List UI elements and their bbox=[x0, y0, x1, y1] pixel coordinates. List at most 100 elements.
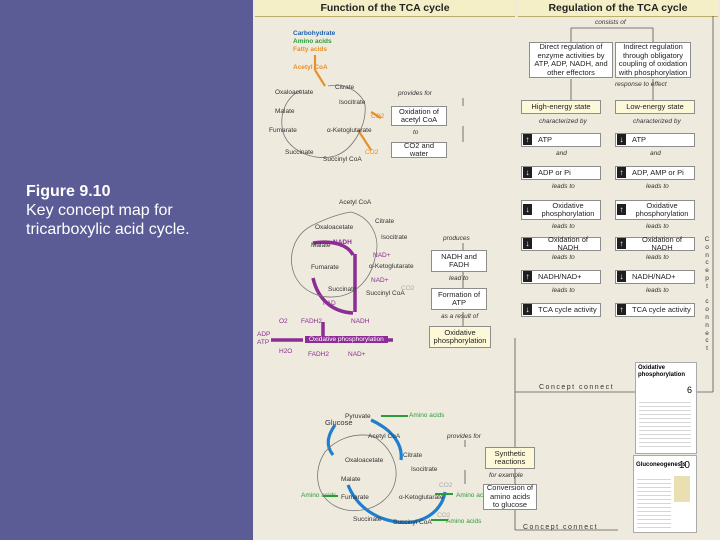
cycle1-fumarate: Fumarate bbox=[269, 127, 297, 134]
right-atp-arrow-icon: ↓ bbox=[617, 134, 626, 145]
cycle1-malate: Malate bbox=[275, 108, 295, 115]
cycle3-glucose: Glucose bbox=[325, 418, 353, 427]
cycle2-fadh2-top: FADH2 bbox=[301, 318, 322, 325]
left-ratio-box: NADH/NAD+ bbox=[521, 270, 601, 284]
left-atp-box: ATP bbox=[521, 133, 601, 147]
figure-number: Figure 9.10 bbox=[26, 183, 111, 200]
cycle3-pyruvate: Pyruvate bbox=[345, 413, 371, 420]
amino-to-glucose-box: Conversion of amino acids to glucose bbox=[483, 484, 537, 510]
synthetic-reactions-box: Synthetic reactions bbox=[485, 447, 535, 469]
right-oxphos-box: Oxidative phosphorylation bbox=[615, 200, 695, 220]
thumb1-number: 6 bbox=[686, 385, 692, 395]
left-oxnadh-box: Oxidation of NADH bbox=[521, 235, 601, 252]
right-oxnadh-box: Oxidation of NADH bbox=[615, 235, 695, 252]
cycle1-acetyl-coa: Acetyl CoA bbox=[293, 64, 328, 71]
cycle1-input-amino-acids: Amino acids bbox=[293, 38, 332, 45]
cycle1-oxaloacetate: Oxaloacetate bbox=[275, 89, 314, 96]
low-energy-state-box: Low-energy state bbox=[615, 100, 695, 114]
left-oxnadh-arrow-icon: ↓ bbox=[523, 238, 532, 249]
reg-left-leads-3: leads to bbox=[552, 254, 575, 261]
cycle2-fad: FAD bbox=[323, 300, 336, 307]
cycle2-succinate: Succinate bbox=[328, 286, 357, 293]
reg-right-characterized: characterized by bbox=[633, 118, 681, 125]
reg-left-leads-4: leads to bbox=[552, 287, 575, 294]
cycle2-produces: produces bbox=[443, 235, 470, 242]
left-atp-arrow-icon: ↑ bbox=[523, 134, 532, 145]
left-oxphos-arrow-icon: ↓ bbox=[523, 204, 532, 215]
cycle3-provides-for: provides for bbox=[447, 433, 481, 440]
cycle1-input-fatty-acids: Fatty acids bbox=[293, 46, 327, 53]
cycle2-nad-b: NAD+ bbox=[371, 277, 389, 284]
cycle3-amino-bottom: Amino acids bbox=[446, 518, 482, 525]
cycle3-succinyl-coa: Succinyl CoA bbox=[393, 519, 432, 526]
reg-left-leads-2: leads to bbox=[552, 223, 575, 230]
concept-connect-1: Concept connect bbox=[539, 384, 615, 391]
cycle2-nad-bottom: NAD+ bbox=[348, 351, 366, 358]
cycle3-citrate: Citrate bbox=[403, 452, 423, 459]
right-tca-arrow-icon: ↑ bbox=[617, 304, 626, 315]
figure-caption-text: Key concept map for tricarboxylic acid c… bbox=[26, 202, 190, 238]
left-tca-arrow-icon: ↓ bbox=[523, 304, 532, 315]
reg-response-to: response to effect bbox=[615, 81, 667, 88]
cycle2-nadh: NADH bbox=[333, 239, 352, 246]
left-adp-box: ADP or Pi bbox=[521, 166, 601, 180]
left-adp-arrow-icon: ↓ bbox=[523, 167, 532, 178]
thumb2-figure bbox=[674, 476, 690, 502]
cycle2-h2o: H2O bbox=[279, 348, 293, 355]
thumb-oxidative-phosphorylation[interactable]: Oxidative phosphorylation 6 bbox=[635, 362, 697, 454]
cycle2-o2: O2 bbox=[279, 318, 288, 325]
formation-atp-box: Formation of ATP bbox=[431, 288, 487, 310]
thumb2-title: Gluconeogenesis bbox=[636, 462, 687, 468]
cycle1-akg: α-Ketoglutarate bbox=[327, 127, 372, 134]
reg-right-leads-3: leads to bbox=[646, 254, 669, 261]
cycle2-acetyl-coa: Acetyl CoA bbox=[339, 199, 372, 206]
cycle2-co2: CO2 bbox=[401, 285, 415, 292]
thumb1-title: Oxidative phosphorylation bbox=[638, 365, 685, 378]
cycle3-amino-a1: Amino acids bbox=[409, 412, 445, 419]
cycle2-citrate: Citrate bbox=[375, 218, 395, 225]
cycle3-amino-left: Amino acids bbox=[301, 492, 337, 499]
caption: Figure 9.10 Key concept map for tricarbo… bbox=[26, 182, 246, 239]
cycle3-akg: α-Ketoglutarate bbox=[399, 494, 444, 501]
cycle1-provides-for: provides for bbox=[398, 90, 432, 97]
cycle1-co2-a: CO2 bbox=[371, 113, 385, 120]
cycle1-co2-b: CO2 bbox=[365, 149, 379, 156]
reg-left-and: and bbox=[556, 150, 567, 157]
reg-consists-of: consists of bbox=[595, 19, 626, 26]
cycle2-as-consequence: as a result of bbox=[441, 313, 479, 320]
cycle2-nad-a: NAD+ bbox=[373, 252, 391, 259]
regulation-header: Regulation of the TCA cycle bbox=[518, 0, 718, 17]
cycle2-adp: ADP bbox=[257, 331, 271, 338]
right-tca-box: TCA cycle activity bbox=[615, 303, 695, 317]
thumb1-page-lines bbox=[639, 399, 691, 447]
thumb2-number: 10 bbox=[678, 460, 690, 471]
cycle2-succinyl-coa: Succinyl CoA bbox=[366, 290, 405, 297]
reg-right-leads-2: leads to bbox=[646, 223, 669, 230]
cycle1-to: to bbox=[413, 129, 419, 136]
cycle2-isocitrate: Isocitrate bbox=[381, 234, 408, 241]
reg-right-and: and bbox=[650, 150, 661, 157]
direct-regulation-box: Direct regulation of enzyme activities b… bbox=[529, 42, 613, 78]
cycle2-lead-to: lead to bbox=[449, 275, 469, 282]
cycle3-amino-right: Amino acids bbox=[456, 492, 492, 499]
cycle1-input-carbohydrate: Carbohydrate bbox=[293, 30, 336, 37]
cycle3-oxaloacetate: Oxaloacetate bbox=[345, 457, 384, 464]
reg-right-leads-1: leads to bbox=[646, 183, 669, 190]
cycle1-succinyl-coa: Succinyl CoA bbox=[323, 156, 362, 163]
right-ratio-box: NADH/NAD+ bbox=[615, 270, 695, 284]
cycle3-isocitrate: Isocitrate bbox=[411, 466, 438, 473]
nadh-fadh-box: NADH and FADH bbox=[431, 250, 487, 272]
right-ratio-arrow-icon: ↓ bbox=[617, 271, 626, 282]
high-energy-state-box: High-energy state bbox=[521, 100, 601, 114]
co2-water-box: CO2 and water bbox=[391, 141, 447, 158]
cycle2-oxaloacetate: Oxaloacetate bbox=[315, 224, 354, 231]
cycle1-succinate: Succinate bbox=[285, 149, 314, 156]
thumb-gluconeogenesis[interactable]: Gluconeogenesis 10 bbox=[633, 455, 697, 533]
oxidation-acetylcoa-box: Oxidation of acetyl CoA bbox=[391, 106, 447, 126]
cycle1-isocitrate: Isocitrate bbox=[339, 99, 366, 106]
cycle3-malate: Malate bbox=[341, 476, 361, 483]
cycle2-akg: α-Ketoglutarate bbox=[369, 263, 414, 270]
cycle2-atp: ATP bbox=[257, 339, 270, 346]
function-header: Function of the TCA cycle bbox=[255, 0, 515, 17]
cycle3-for-example: for example bbox=[489, 472, 523, 479]
